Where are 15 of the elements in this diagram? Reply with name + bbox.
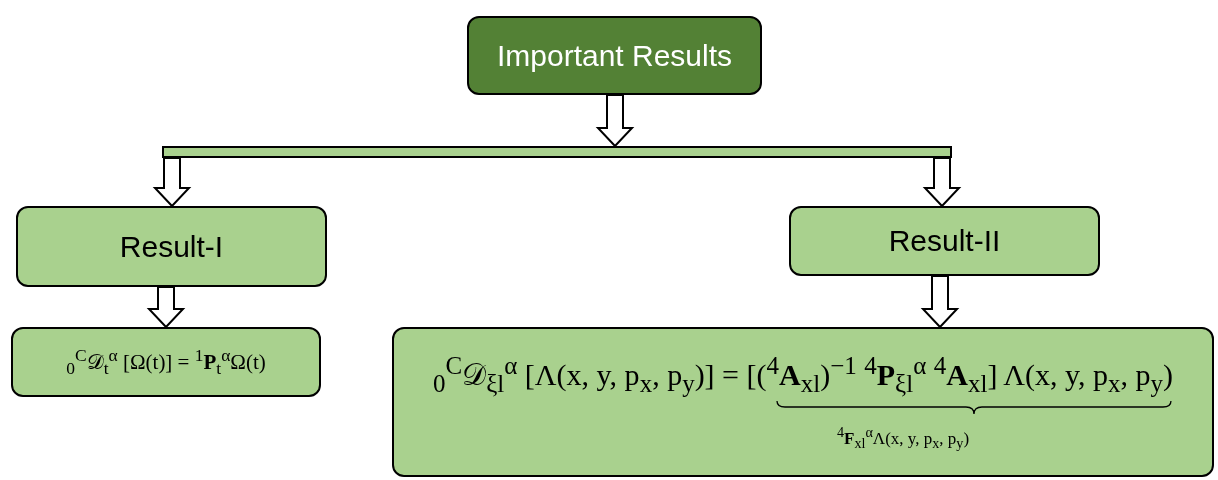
result-label: Result-II bbox=[888, 224, 1001, 258]
brace-label: $^{4}$F$_{xl}$$^{α}$Λ(x, y, p$_{x}$, p$_{y}$) bbox=[836, 423, 970, 452]
block-arrow bbox=[920, 275, 960, 329]
result-label: Result-I bbox=[119, 229, 224, 264]
block-arrow bbox=[146, 286, 186, 329]
result-box bbox=[789, 206, 1100, 276]
title-box bbox=[467, 16, 762, 95]
formula-box bbox=[392, 327, 1214, 477]
block-arrow bbox=[152, 157, 192, 208]
block-arrow bbox=[595, 94, 635, 148]
title-text: Important Results bbox=[496, 38, 733, 73]
formula-box bbox=[11, 327, 321, 397]
block-arrow bbox=[922, 157, 962, 208]
result-box bbox=[16, 206, 327, 287]
connector-bar bbox=[162, 146, 952, 158]
